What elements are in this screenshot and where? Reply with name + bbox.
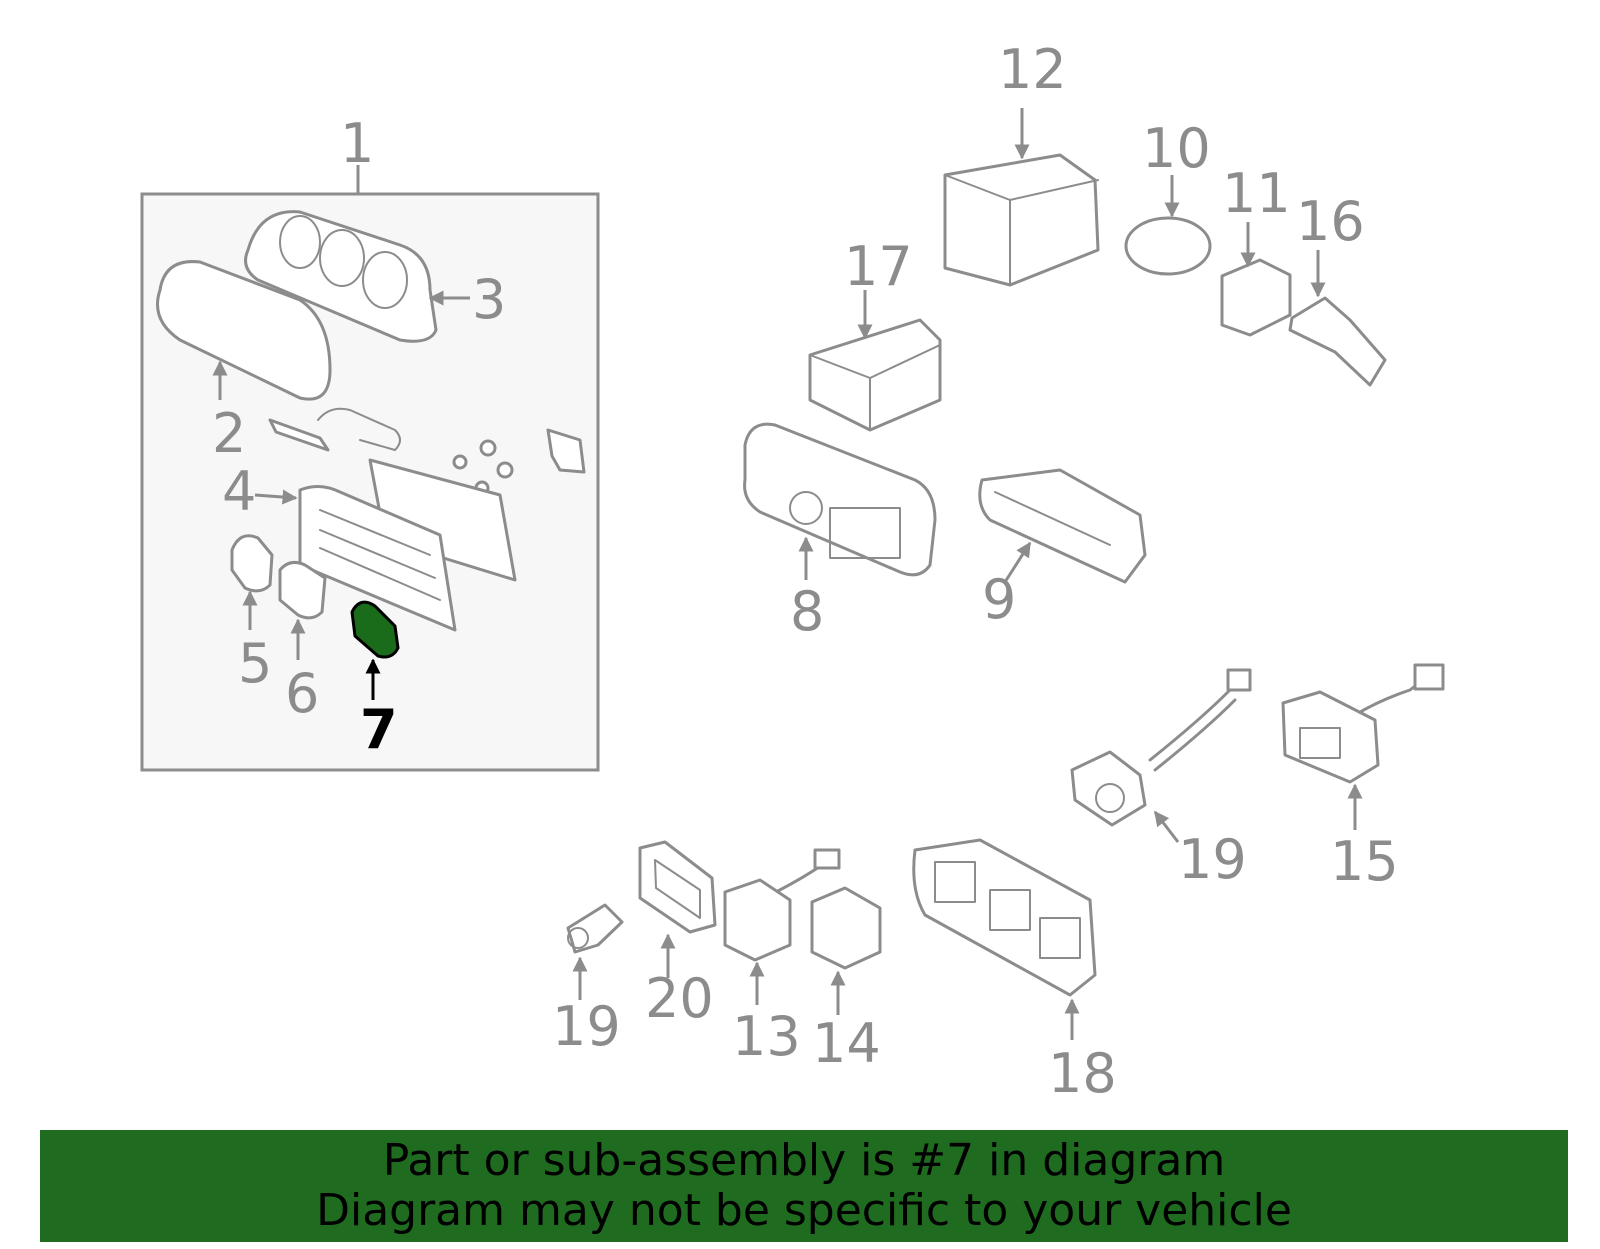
callout-19b: 19	[1178, 828, 1247, 891]
callout-19a: 19	[552, 995, 621, 1058]
part-misc-clips	[268, 407, 586, 496]
banner-line-2: Diagram may not be specific to your vehi…	[316, 1185, 1292, 1236]
callout-8: 8	[790, 580, 824, 643]
part-9-bezel	[978, 468, 1147, 584]
callout-line-9	[1003, 541, 1032, 583]
callout-2: 2	[212, 402, 246, 465]
part-13-switch	[723, 848, 841, 962]
part-4-circuit-board	[298, 458, 517, 632]
part-10-cap	[1124, 216, 1212, 276]
part-6-gauge	[278, 560, 327, 620]
part-16-switch	[1288, 296, 1387, 387]
part-15-switch-harness	[1281, 663, 1445, 784]
info-banner: Part or sub-assembly is #7 in diagram Di…	[40, 1130, 1568, 1242]
callout-9: 9	[982, 568, 1016, 631]
callout-5: 5	[238, 632, 272, 695]
part-19-socket	[566, 903, 624, 954]
part-5-gauge	[230, 534, 274, 593]
callout-10: 10	[1142, 117, 1211, 180]
callout-11: 11	[1222, 162, 1291, 225]
callout-15: 15	[1330, 830, 1399, 893]
part-2-lens	[156, 260, 332, 401]
callout-14: 14	[812, 1012, 881, 1075]
part-8-control-panel	[743, 422, 937, 577]
part-3-cluster-housing	[244, 210, 438, 343]
callout-4: 4	[222, 460, 256, 523]
callout-7: 7	[360, 698, 398, 761]
callout-20: 20	[645, 967, 714, 1030]
callout-3: 3	[472, 268, 506, 331]
callout-13: 13	[732, 1005, 801, 1068]
part-20-bezel	[638, 840, 717, 934]
part-12-switch-block	[943, 153, 1100, 287]
callout-line-19b	[1153, 810, 1180, 843]
part-18-switch-bezel	[912, 838, 1097, 997]
part-17-module	[808, 318, 942, 432]
callout-17: 17	[844, 235, 913, 298]
callout-12: 12	[998, 38, 1067, 101]
callout-16: 16	[1296, 190, 1365, 253]
callout-18: 18	[1048, 1042, 1117, 1105]
banner-line-1: Part or sub-assembly is #7 in diagram	[382, 1135, 1226, 1186]
part-14-switch	[810, 886, 882, 970]
part-11-switch	[1220, 258, 1292, 337]
part-19-socket-harness	[1070, 668, 1252, 827]
callout-6: 6	[285, 662, 319, 725]
callout-1: 1	[340, 112, 374, 175]
part-7-gauge-highlighted	[350, 600, 400, 659]
callout-line-4	[254, 489, 298, 505]
